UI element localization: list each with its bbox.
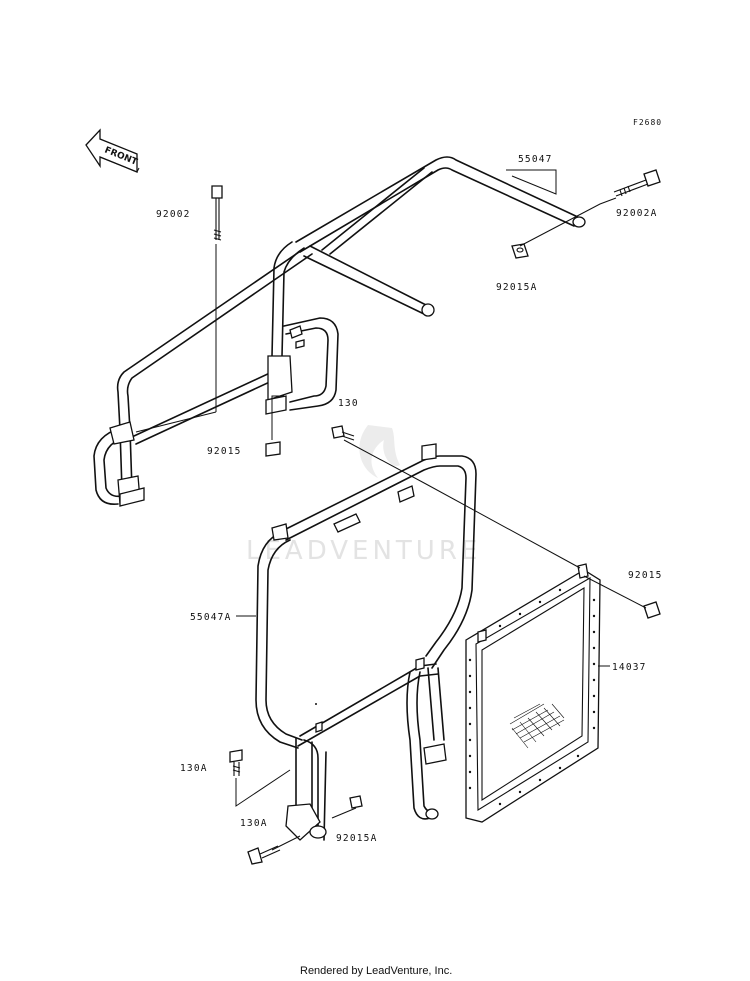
figure-code: F2680: [633, 118, 662, 127]
screen-mesh: [509, 703, 565, 749]
callout-92002A: 92002A: [616, 208, 658, 219]
bolt-92002A: [613, 169, 661, 197]
tube-end-center: [421, 303, 435, 317]
callout-92015A-top: 92015A: [496, 282, 538, 293]
screen-rivets: [468, 588, 596, 806]
watermark: LEADVENTURE: [246, 425, 481, 566]
bolt-130A-lower: [247, 845, 281, 865]
front-direction-arrow: FRONT: [85, 128, 140, 173]
callout-labels: 55047 92002A 92015A 92002 92015 130 9201…: [156, 154, 663, 844]
bolt-130A-upper: [229, 749, 243, 776]
footer-credit: Rendered by LeadVenture, Inc.: [300, 965, 452, 977]
upper-guard-55047: [93, 156, 586, 507]
tube-end-right: [572, 216, 586, 228]
lower-guard-55047A: [255, 443, 477, 841]
watermark-text: LEADVENTURE: [246, 536, 481, 566]
callout-55047A: 55047A: [190, 612, 232, 623]
nut-92015A-bottom: [349, 795, 363, 809]
callout-92015-right: 92015: [628, 570, 663, 581]
callout-14037: 14037: [612, 662, 647, 673]
callout-55047: 55047: [518, 154, 553, 165]
bolt-130: [331, 425, 355, 441]
bolt-92002: [211, 185, 223, 241]
leader-lines: [135, 169, 647, 851]
nut-92015-right: [643, 601, 661, 619]
callout-92002: 92002: [156, 209, 191, 220]
callout-130A-upper: 130A: [180, 763, 208, 774]
nut-92015-left: [265, 441, 281, 457]
nut-92015A-top: [511, 243, 529, 259]
callout-130A-lower: 130A: [240, 818, 268, 829]
screen-14037: [465, 563, 601, 823]
callout-130: 130: [338, 398, 359, 409]
callout-92015-left: 92015: [207, 446, 242, 457]
callout-92015A-bottom: 92015A: [336, 833, 378, 844]
